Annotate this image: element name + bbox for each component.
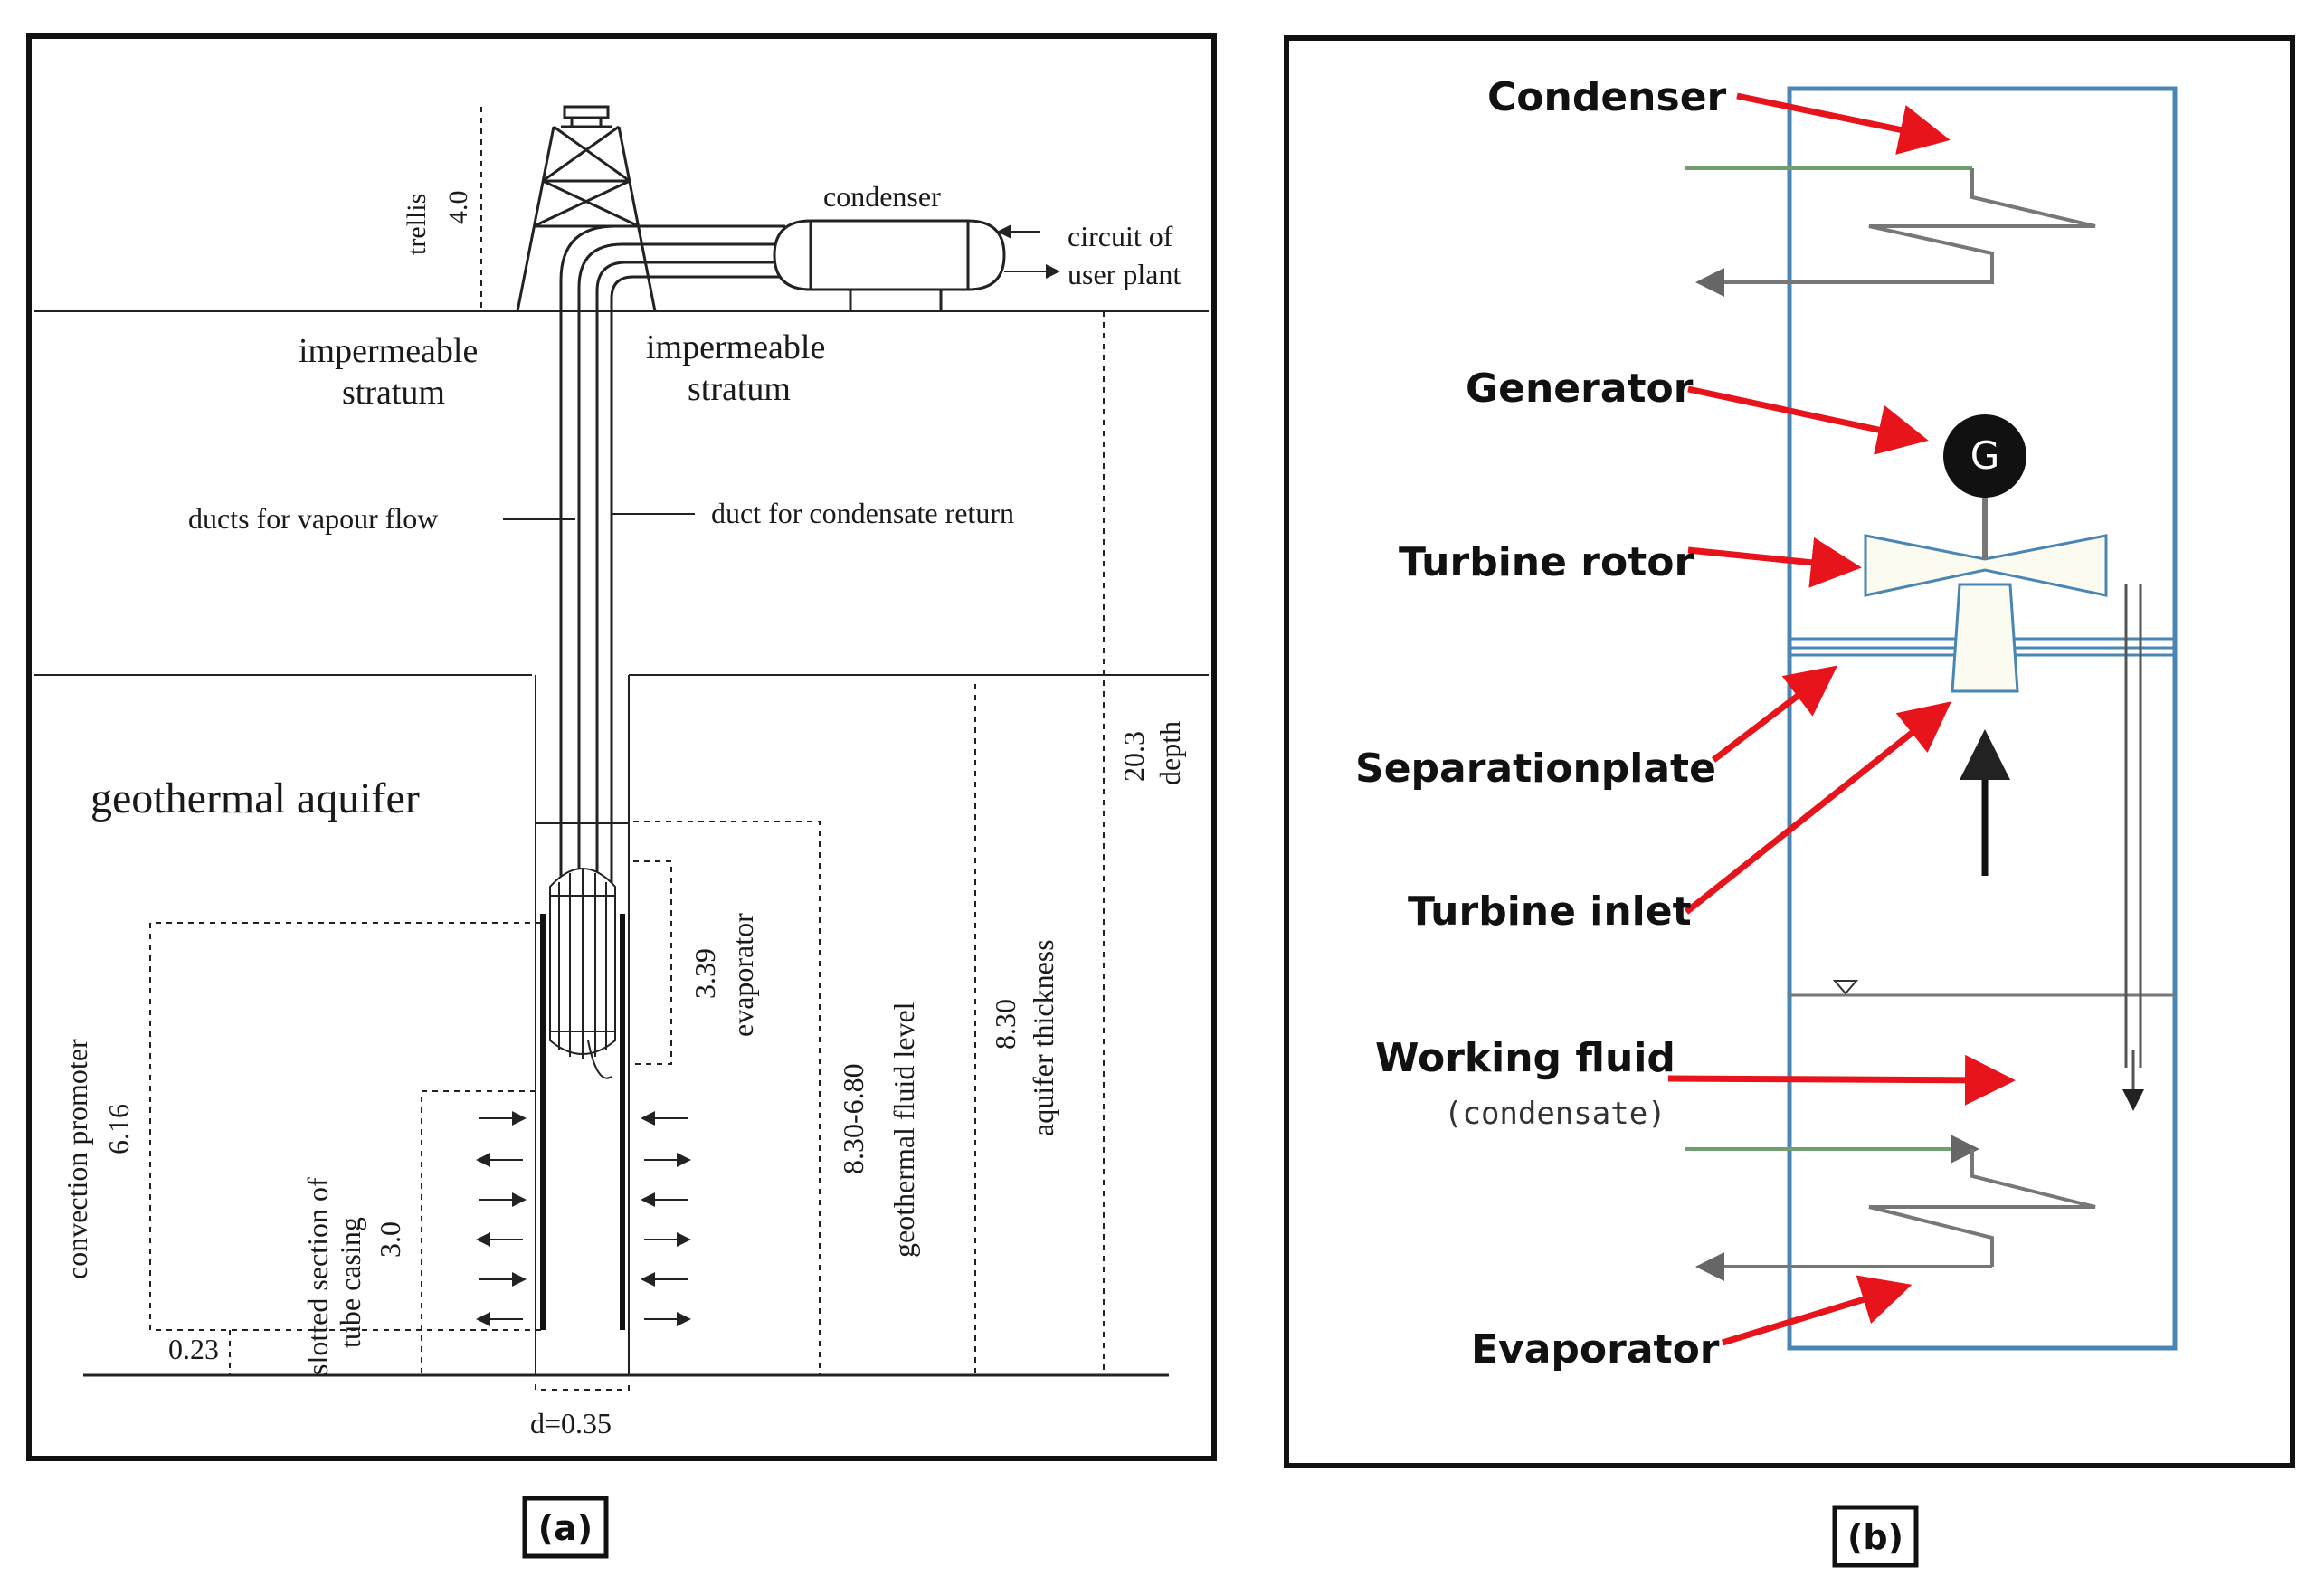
caption-a: (a) bbox=[538, 1508, 593, 1548]
evaporator-value: 3.39 bbox=[688, 948, 721, 999]
slotted-casing bbox=[540, 914, 625, 1330]
circuit-arrows bbox=[997, 224, 1060, 279]
generator-label: Generator bbox=[1466, 366, 1694, 412]
slotted-value: 3.0 bbox=[374, 1221, 406, 1258]
turbine-rotor-label: Turbine rotor bbox=[1399, 539, 1694, 585]
fluid-level-value: 8.30-6.80 bbox=[837, 1063, 869, 1174]
panel-a-frame bbox=[26, 33, 1217, 1461]
slotted-label-2: tube casing bbox=[334, 1217, 366, 1348]
condenser-label: condenser bbox=[823, 180, 941, 213]
trellis-tower bbox=[516, 105, 657, 312]
dimension-lines bbox=[149, 311, 1105, 1391]
turbine-inlet-nozzle bbox=[1951, 583, 2019, 693]
trellis-value: 4.0 bbox=[443, 191, 473, 225]
caption-a-box bbox=[522, 1496, 609, 1559]
label-arrows bbox=[1667, 92, 2016, 1346]
condenser-label-b: Condenser bbox=[1487, 74, 1727, 120]
inflow-arrows-left bbox=[476, 1111, 527, 1326]
geothermal-aquifer-label: geothermal aquifer bbox=[90, 774, 420, 822]
condenser-coil bbox=[1685, 166, 2096, 297]
impermeable-right-1: impermeable bbox=[646, 328, 825, 366]
impermeable-left-1: impermeable bbox=[299, 332, 478, 370]
fluid-level-label: geothermal fluid level bbox=[887, 1002, 920, 1258]
panel-a: trellis 4.0 condenser circuit of user pl… bbox=[26, 33, 1217, 1559]
panel-b: G Condenser Generator Turbine rotor Sepa… bbox=[1284, 35, 2295, 1568]
slotted-label-1: slotted section of bbox=[301, 1177, 334, 1375]
working-fluid-label: Working fluid bbox=[1375, 1035, 1675, 1081]
condensate-label: (condensate) bbox=[1444, 1096, 1666, 1132]
convection-label: convection promoter bbox=[61, 1039, 93, 1279]
evaporator-coil bbox=[1685, 1135, 2096, 1281]
vessel bbox=[1787, 86, 2178, 1351]
evaporator-label: evaporator bbox=[726, 913, 759, 1037]
depth-value: 20.3 bbox=[1117, 731, 1150, 782]
dim-023-label: 0.23 bbox=[168, 1333, 219, 1365]
separation-plate-label: Separationplate bbox=[1355, 746, 1716, 792]
turbine-inlet-label: Turbine inlet bbox=[1408, 888, 1692, 935]
caption-b: (b) bbox=[1847, 1517, 1903, 1557]
evaporator-label-b: Evaporator bbox=[1471, 1326, 1720, 1373]
diameter-label: d=0.35 bbox=[530, 1407, 612, 1439]
impermeable-right-2: stratum bbox=[688, 370, 791, 408]
trellis-label: trellis bbox=[402, 194, 432, 255]
evaporator-bundle bbox=[549, 868, 616, 1079]
casing-tube bbox=[535, 675, 630, 1375]
circuit-label-1: circuit of bbox=[1068, 220, 1173, 252]
caption-b-box bbox=[1832, 1505, 1919, 1568]
circuit-label-2: user plant bbox=[1068, 258, 1181, 290]
generator-symbol: G bbox=[1970, 433, 2000, 478]
impermeable-left-2: stratum bbox=[342, 374, 445, 412]
condenser-vessel bbox=[773, 219, 1006, 311]
aquifer-thickness-label: aquifer thickness bbox=[1027, 939, 1059, 1136]
fluid-level-marker bbox=[1832, 980, 1859, 995]
duct-condensate-label: duct for condensate return bbox=[711, 497, 1014, 529]
generator-circle bbox=[1943, 414, 2026, 498]
depth-label: depth bbox=[1153, 721, 1186, 785]
aquifer-value: 8.30 bbox=[989, 999, 1021, 1050]
ducts-vapour-label: ducts for vapour flow bbox=[188, 502, 438, 535]
convection-value: 6.16 bbox=[102, 1104, 135, 1154]
inflow-arrows-right bbox=[641, 1111, 691, 1326]
vapour-ducts bbox=[559, 224, 785, 1022]
panel-b-frame bbox=[1284, 35, 2295, 1468]
downcomer-tube bbox=[2122, 584, 2144, 1111]
